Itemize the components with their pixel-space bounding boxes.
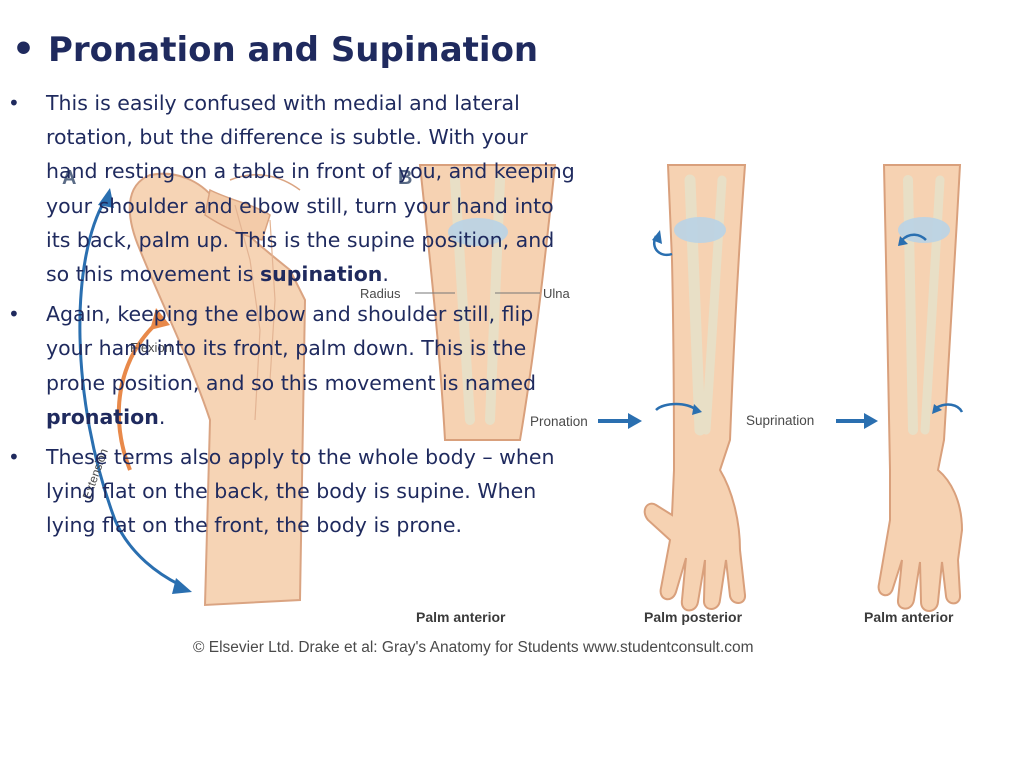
panel-a-arrows bbox=[78, 188, 192, 594]
bullet-item: • These terms also apply to the whole bo… bbox=[4, 440, 584, 543]
flexion-label: Flexion bbox=[130, 340, 172, 355]
panel-b-letter: B bbox=[398, 167, 412, 189]
bullet-bold-term: pronation bbox=[46, 404, 159, 429]
bullet-text: These terms also apply to the whole body… bbox=[46, 440, 578, 543]
supination-arrow bbox=[836, 413, 878, 429]
bullet-marker: • bbox=[8, 302, 20, 327]
bullet-item: • Again, keeping the elbow and shoulder … bbox=[4, 297, 584, 434]
middle-arm-palm-posterior bbox=[643, 164, 747, 612]
pronation-arrow bbox=[598, 413, 642, 429]
bullet-text-part: Again, keeping the elbow and shoulder st… bbox=[46, 302, 537, 395]
bullet-item: • This is easily confused with medial an… bbox=[4, 86, 584, 291]
caption-palm-posterior: Palm posterior bbox=[644, 609, 743, 625]
bullet-bold-term: supination bbox=[259, 262, 383, 287]
title-bullet: • bbox=[12, 29, 36, 70]
panel-b-forearm bbox=[418, 164, 557, 441]
caption-palm-anterior-right: Palm anterior bbox=[864, 609, 954, 625]
panel-a-arm bbox=[128, 172, 307, 607]
slide-text-block: • Pronation and Supination • This is eas… bbox=[4, 26, 584, 549]
bullet-marker: • bbox=[8, 445, 20, 470]
ulna-label: Ulna bbox=[543, 286, 571, 301]
radius-label: Radius bbox=[360, 286, 401, 301]
bullet-text-part: . bbox=[158, 404, 166, 429]
bullet-text: Again, keeping the elbow and shoulder st… bbox=[46, 297, 578, 434]
caption-palm-anterior-left: Palm anterior bbox=[416, 609, 506, 625]
title-row: • Pronation and Supination bbox=[4, 26, 584, 74]
bullet-text-part: This is easily confused with medial and … bbox=[46, 91, 575, 287]
slide-title: Pronation and Supination bbox=[48, 30, 539, 70]
bullet-list: • This is easily confused with medial an… bbox=[4, 86, 584, 543]
supination-label: Suprination bbox=[746, 413, 814, 428]
pronation-label: Pronation bbox=[530, 414, 588, 429]
bullet-text-part: These terms also apply to the whole body… bbox=[46, 445, 555, 538]
bullet-text: This is easily confused with medial and … bbox=[46, 86, 578, 291]
bullet-text-part: . bbox=[382, 262, 389, 287]
panel-a-letter: A bbox=[62, 167, 76, 189]
copyright-line: © Elsevier Ltd. Drake et al: Gray's Anat… bbox=[193, 639, 754, 656]
bullet-marker: • bbox=[8, 91, 20, 115]
right-arm-palm-anterior bbox=[877, 164, 964, 612]
